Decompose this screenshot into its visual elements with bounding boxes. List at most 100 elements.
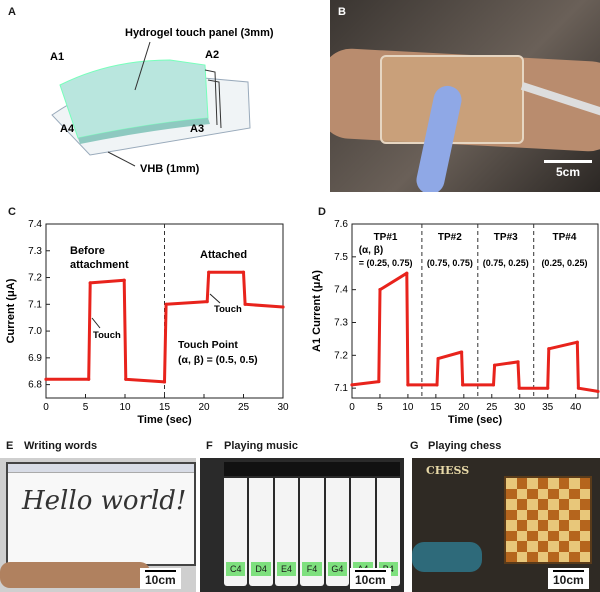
touchpoint-coords: (0.75, 0.25) — [483, 258, 529, 268]
chess-square[interactable] — [506, 520, 517, 531]
chess-square[interactable] — [516, 509, 527, 520]
chess-square[interactable] — [558, 478, 569, 489]
piano-key[interactable]: C4 — [224, 478, 248, 586]
chess-square[interactable] — [537, 499, 548, 510]
annotation-touch-1: Touch — [93, 330, 121, 341]
vhb-label: VHB (1mm) — [140, 163, 200, 175]
chess-square[interactable] — [579, 530, 590, 541]
touchpoint-coords: (0.75, 0.75) — [427, 258, 473, 268]
chess-square[interactable] — [516, 520, 527, 531]
chess-square[interactable] — [569, 530, 580, 541]
chess-square[interactable] — [579, 488, 590, 499]
chess-square[interactable] — [558, 551, 569, 562]
chess-square[interactable] — [506, 499, 517, 510]
chess-square[interactable] — [548, 478, 559, 489]
arm-photo: B 5cm — [330, 0, 600, 192]
series-point — [377, 379, 381, 384]
series-point — [207, 270, 211, 274]
chess-square[interactable] — [516, 541, 527, 552]
panel-letter-e: E — [6, 440, 14, 452]
chess-square[interactable] — [548, 509, 559, 520]
chess-square[interactable] — [579, 541, 590, 552]
chess-square[interactable] — [527, 530, 538, 541]
chess-square[interactable] — [569, 478, 580, 489]
chess-square[interactable] — [506, 530, 517, 541]
arm-e — [0, 562, 150, 588]
chess-square[interactable] — [558, 488, 569, 499]
chess-square[interactable] — [569, 551, 580, 562]
chess-square[interactable] — [516, 478, 527, 489]
chess-square[interactable] — [569, 520, 580, 531]
scalebar-b: 5cm — [544, 160, 592, 179]
chess-square[interactable] — [558, 509, 569, 520]
chess-square[interactable] — [506, 488, 517, 499]
chess-square[interactable] — [548, 499, 559, 510]
chess-square[interactable] — [516, 551, 527, 562]
chess-square[interactable] — [569, 488, 580, 499]
x-tick-label: 40 — [570, 402, 582, 413]
chess-square[interactable] — [569, 509, 580, 520]
y-tick-label: 7.4 — [334, 285, 348, 296]
series-point — [596, 389, 600, 394]
piano-key[interactable]: D4 — [249, 478, 273, 586]
chess-square[interactable] — [506, 551, 517, 562]
piano-toolbar — [224, 462, 400, 476]
chess-square[interactable] — [527, 478, 538, 489]
series-point — [459, 350, 464, 354]
chess-square[interactable] — [579, 478, 590, 489]
chess-square[interactable] — [558, 530, 569, 541]
touchpoint-name: TP#2 — [438, 232, 462, 243]
chess-square[interactable] — [516, 530, 527, 541]
chess-square[interactable] — [548, 541, 559, 552]
chess-square[interactable] — [537, 530, 548, 541]
chess-square[interactable] — [527, 541, 538, 552]
chess-square[interactable] — [527, 488, 538, 499]
chess-square[interactable] — [548, 488, 559, 499]
chess-square[interactable] — [537, 551, 548, 562]
x-tick-label: 25 — [486, 402, 498, 413]
chess-square[interactable] — [579, 499, 590, 510]
chess-square[interactable] — [558, 499, 569, 510]
chess-square[interactable] — [537, 488, 548, 499]
x-tick-label: 30 — [277, 402, 289, 413]
y-tick-label: 7.3 — [28, 246, 42, 257]
chess-square[interactable] — [537, 541, 548, 552]
chess-square[interactable] — [527, 520, 538, 531]
chess-square[interactable] — [527, 551, 538, 562]
panel-letter-b: B — [338, 6, 346, 18]
chess-square[interactable] — [579, 551, 590, 562]
chess-square[interactable] — [548, 551, 559, 562]
chess-square[interactable] — [527, 499, 538, 510]
series-point — [87, 377, 91, 381]
chess-square[interactable] — [516, 499, 527, 510]
panel-letter-c: C — [8, 206, 16, 218]
piano-key[interactable]: E4 — [274, 478, 299, 586]
a2-label: A2 — [205, 49, 219, 61]
chess-square[interactable] — [579, 520, 590, 531]
chess-square[interactable] — [558, 541, 569, 552]
chess-square[interactable] — [537, 478, 548, 489]
chess-square[interactable] — [527, 509, 538, 520]
chess-square[interactable] — [506, 541, 517, 552]
piano-key[interactable]: F4 — [300, 478, 324, 586]
chess-square[interactable] — [506, 509, 517, 520]
chess-square[interactable] — [516, 488, 527, 499]
series-point — [350, 383, 354, 387]
chess-square[interactable] — [548, 530, 559, 541]
chess-square[interactable] — [558, 520, 569, 531]
piano-key-label: D4 — [251, 562, 271, 576]
chess-square[interactable] — [537, 520, 548, 531]
y-tick-label: 7.2 — [28, 273, 42, 284]
chess-square[interactable] — [537, 509, 548, 520]
series-point — [44, 377, 48, 381]
chess-square[interactable] — [569, 541, 580, 552]
chess-square[interactable] — [569, 499, 580, 510]
chess-square[interactable] — [548, 520, 559, 531]
annotation-touch-2: Touch — [214, 304, 242, 315]
hydrogel-panel-diagram: Hydrogel touch panel (3mm) A1 A2 A3 A4 V… — [50, 27, 274, 175]
piano-key-label: F4 — [302, 562, 322, 576]
chess-square[interactable] — [579, 509, 590, 520]
chess-square[interactable] — [506, 478, 517, 489]
piano-key[interactable]: G4 — [325, 478, 350, 586]
handwriting: Hello world! — [22, 486, 187, 516]
